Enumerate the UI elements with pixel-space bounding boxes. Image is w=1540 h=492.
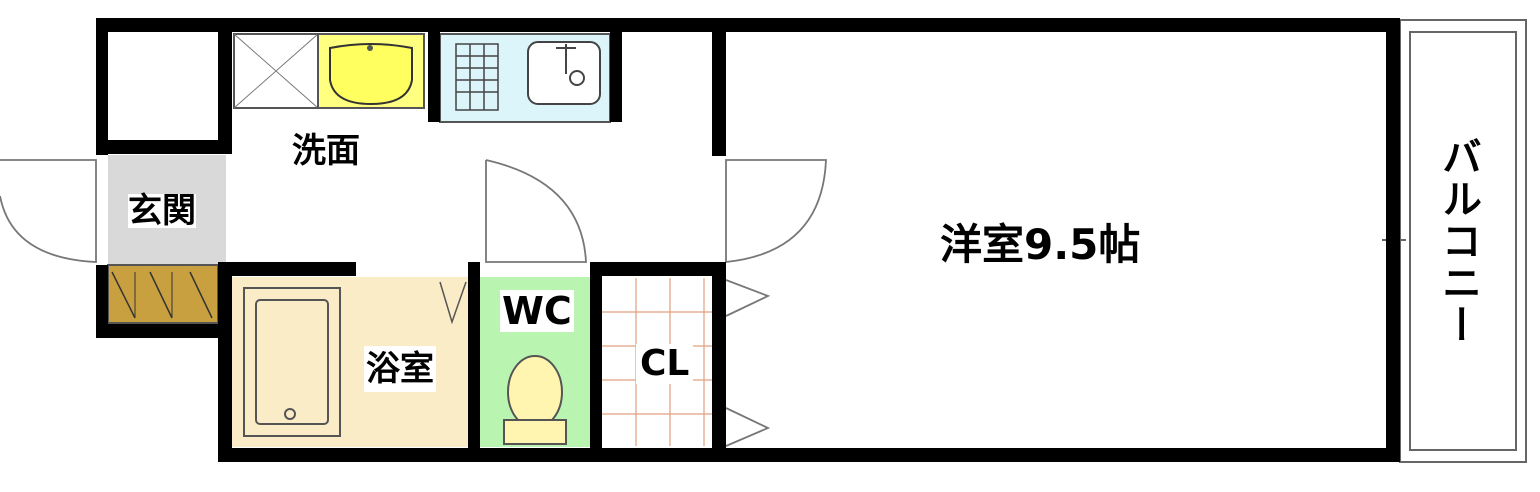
room-label-toilet: WC [500,289,574,333]
room-label-western-room: 洋室9.5帖 [940,220,1141,269]
washbasin [317,33,425,109]
stove [455,43,499,111]
room-label-balcony: バルコニー [1435,136,1481,346]
room-label-bathroom: 浴室 [364,346,436,392]
toilet-fixture [503,355,567,445]
washing-machine-pan [233,33,319,109]
walls [96,18,1400,462]
doors [0,159,827,447]
room-label-washroom: 洗面 [292,131,360,171]
room-label-entrance: 玄関 [128,191,196,231]
room-label-closet: CL [636,344,694,384]
kitchen-sink [527,41,601,105]
shoe-box [107,264,219,324]
bathtub [243,281,467,437]
